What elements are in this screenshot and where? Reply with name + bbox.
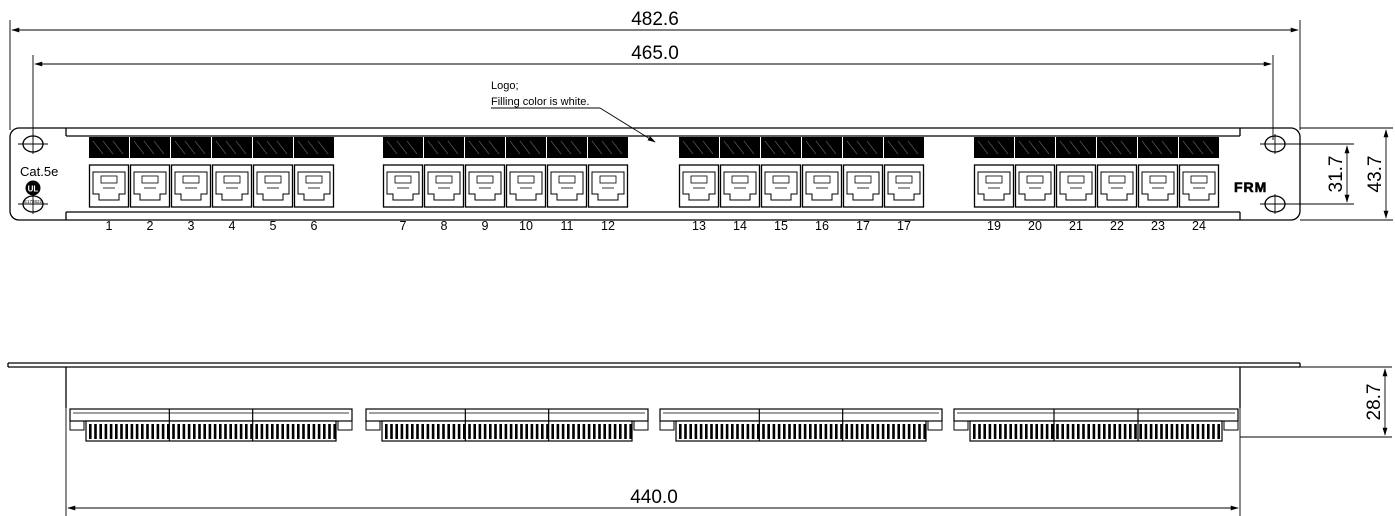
dimension-label-overall-width: 482.6 — [631, 9, 679, 30]
rj45-port: 10 — [505, 137, 547, 233]
port-number-label: 14 — [733, 219, 747, 233]
port-number-label: 8 — [441, 219, 448, 233]
front-panel — [9, 127, 1301, 221]
brand-logo: FRM — [1234, 179, 1267, 195]
port-number-label: 23 — [1151, 219, 1165, 233]
port-number-label: 16 — [815, 219, 829, 233]
port-number-label: 9 — [482, 219, 489, 233]
port-number-label: 3 — [188, 219, 195, 233]
port-number-label: 17 — [856, 219, 870, 233]
port-number-label: 24 — [1192, 219, 1206, 233]
port-number-label: 19 — [987, 219, 1001, 233]
rj45-port: 8 — [423, 137, 465, 233]
rj45-port: 5 — [252, 137, 294, 233]
rj45-port: 3 — [170, 137, 212, 233]
rj45-port: 15 — [760, 137, 802, 233]
port-number-label: 22 — [1110, 219, 1124, 233]
mounting-hole-top-right — [1260, 134, 1290, 154]
mounting-hole-top-left — [18, 134, 48, 154]
rj45-port: 21 — [1055, 137, 1097, 233]
dimension-label-inner-height: 31.7 — [1326, 156, 1347, 193]
certification-mark: UL E178822 — [24, 180, 43, 204]
port-number-label: 21 — [1069, 219, 1083, 233]
top-view-modules — [69, 408, 1239, 442]
module-top-view — [69, 408, 353, 442]
port-group: 19 20 21 22 23 24 — [973, 137, 1220, 233]
top-view — [7, 362, 1301, 408]
port-group: 1 2 3 4 5 6 — [88, 137, 335, 233]
rj45-port: 13 — [678, 137, 720, 233]
dimension-label-body-width: 440.0 — [630, 487, 678, 508]
port-number-label: 11 — [561, 219, 574, 233]
port-group: 13 14 15 16 17 17 — [678, 137, 925, 233]
rj45-port: 16 — [801, 137, 843, 233]
rj45-port: 6 — [293, 137, 335, 233]
port-number-label: 12 — [601, 219, 615, 233]
rj45-port: 11 — [546, 137, 588, 233]
module-top-view — [953, 408, 1239, 442]
port-number-label: 1 — [106, 219, 113, 233]
logo-callout: Logo; Filling color is white. — [491, 80, 656, 143]
mounting-hole-bottom-right — [1260, 194, 1290, 214]
svg-text:E178822: E178822 — [24, 199, 43, 204]
callout-line-1: Logo; — [491, 80, 519, 92]
rj45-port: 1 — [88, 137, 130, 233]
callout-line-2: Filling color is white. — [491, 96, 589, 108]
port-number-label: 17 — [897, 219, 911, 233]
port-number-label: 4 — [229, 219, 236, 233]
rj45-port: 14 — [719, 137, 761, 233]
module-top-view — [365, 408, 649, 442]
port-number-label: 13 — [692, 219, 706, 233]
rj45-port: 22 — [1096, 137, 1138, 233]
port-number-label: 7 — [400, 219, 407, 233]
svg-text:UL: UL — [28, 185, 39, 194]
port-number-label: 10 — [519, 219, 533, 233]
rj45-port: 19 — [973, 137, 1015, 233]
rj45-port: 23 — [1137, 137, 1179, 233]
mounting-hole-bottom-left — [18, 194, 48, 214]
port-number-label: 2 — [147, 219, 154, 233]
port-number-label: 6 — [311, 219, 318, 233]
port-number-label: 20 — [1028, 219, 1042, 233]
rj45-port: 7 — [382, 137, 424, 233]
port-number-label: 15 — [774, 219, 788, 233]
rj45-port: 12 — [587, 137, 629, 233]
dimension-label-hole-spacing: 465.0 — [631, 43, 679, 64]
module-top-view — [659, 408, 943, 442]
port-group: 7 8 9 10 11 12 — [382, 137, 629, 233]
dimension-body-width: 440.0 — [65, 408, 1241, 516]
category-label: Cat.5e — [20, 164, 58, 179]
port-number-label: 5 — [270, 219, 277, 233]
rj45-port: 17 — [842, 137, 884, 233]
dimension-panel-height: 43.7 — [1300, 127, 1393, 221]
rj45-port: 2 — [129, 137, 171, 233]
rj45-port: 24 — [1178, 137, 1220, 233]
dimension-inner-height: 31.7 — [1290, 143, 1354, 205]
dimension-label-panel-height: 43.7 — [1365, 156, 1386, 193]
dimension-depth: 28.7 — [1240, 366, 1392, 438]
rj45-port: 9 — [464, 137, 506, 233]
dimension-hole-spacing: 465.0 — [32, 43, 1274, 140]
rj45-port: 4 — [211, 137, 253, 233]
dimension-label-depth: 28.7 — [1364, 384, 1385, 421]
dimension-overall-width: 482.6 — [9, 9, 1301, 130]
rj45-port: 17 — [883, 137, 925, 233]
rj45-port: 20 — [1014, 137, 1056, 233]
